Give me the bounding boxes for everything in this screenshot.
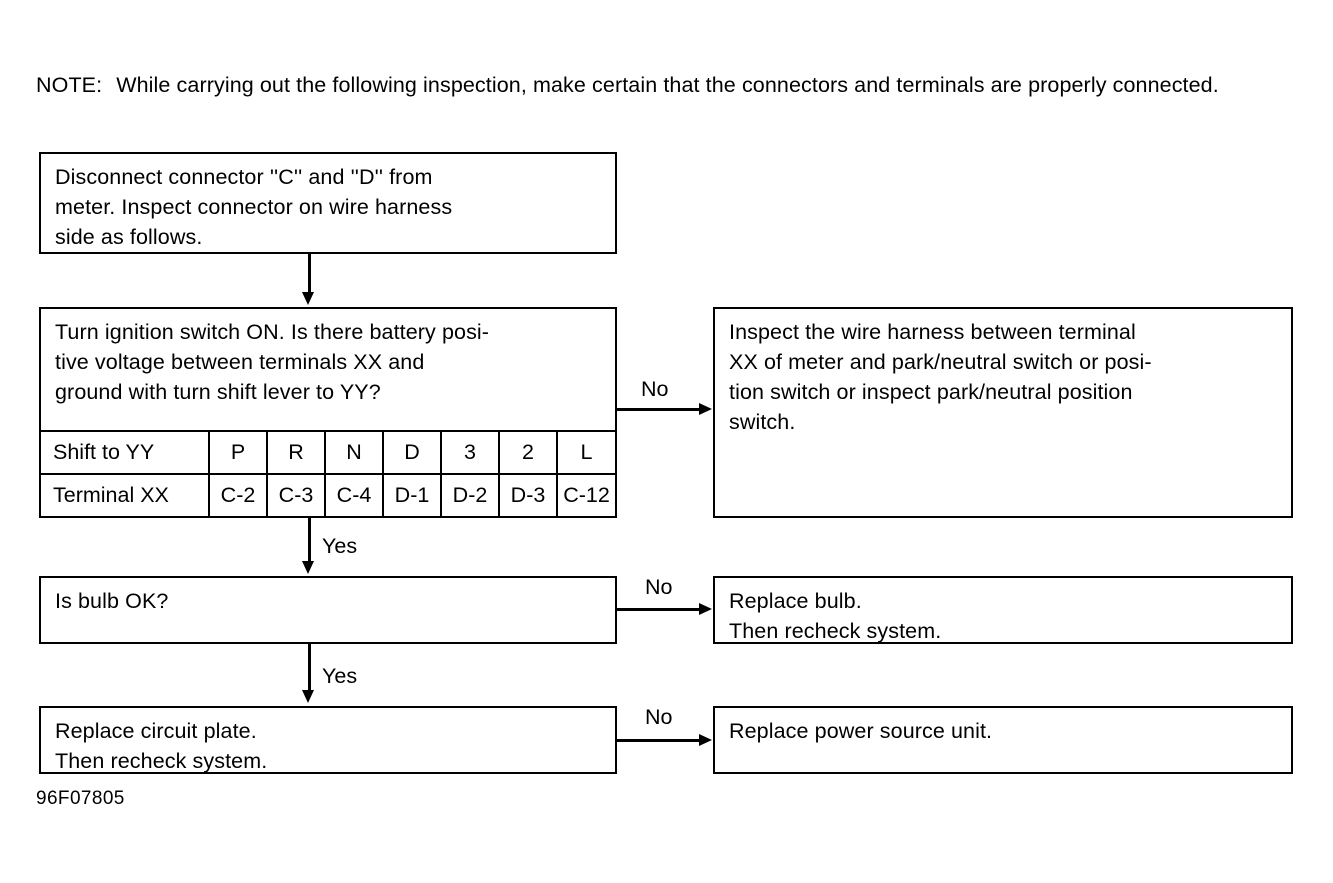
action-replace-power-source-text: Replace power source unit. (729, 719, 993, 743)
action-replace-bulb-box: Replace bulb. Then recheck system. (713, 576, 1293, 644)
note-text: While carrying out the following inspect… (116, 73, 1219, 97)
step-disconnect-connector-box: Disconnect connector ''C'' and ''D'' fro… (39, 152, 617, 254)
arrow-right-icon (699, 403, 712, 415)
decision-bulb-ok-box: Is bulb OK? (39, 576, 617, 644)
table-cell-terminal-0: C-2 (209, 474, 268, 516)
table-cell-shift-3: D (383, 432, 442, 475)
arrow-down-icon (302, 292, 314, 305)
action-inspect-harness-box: Inspect the wire harness between termina… (713, 307, 1293, 518)
table-cell-shift-2: N (325, 432, 384, 475)
decision-battery-voltage-box: Turn ignition switch ON. Is there batter… (39, 307, 617, 432)
arrow-down-icon (302, 561, 314, 574)
connector-line-circuit-plate-to-power-source (617, 739, 701, 742)
connector-line-disconnect-to-question (308, 254, 311, 294)
note-label: NOTE: (36, 73, 103, 97)
connector-line-bulb-to-replace-bulb (617, 608, 701, 611)
arrow-down-icon (302, 690, 314, 703)
table-cell-terminal-1: C-3 (267, 474, 326, 516)
table-rowheader-terminal: Terminal XX (41, 474, 210, 516)
decision-battery-voltage-text: Turn ignition switch ON. Is there batter… (55, 320, 490, 404)
decision-bulb-ok-text: Is bulb OK? (55, 589, 169, 613)
table-cell-shift-4: 3 (441, 432, 500, 475)
table-cell-shift-6: L (557, 432, 615, 475)
table-cell-terminal-3: D-1 (383, 474, 442, 516)
action-replace-power-source-box: Replace power source unit. (713, 706, 1293, 774)
table-cell-terminal-2: C-4 (325, 474, 384, 516)
step-disconnect-connector-text: Disconnect connector ''C'' and ''D'' fro… (55, 165, 453, 249)
table-rowheader-shift: Shift to YY (41, 432, 210, 475)
table-cell-terminal-6: C-12 (563, 483, 610, 507)
arrow-right-icon (699, 734, 712, 746)
connector-line-question-to-harness (617, 408, 701, 411)
table-cell-terminal-5: D-3 (499, 474, 558, 516)
action-inspect-harness-text: Inspect the wire harness between termina… (729, 320, 1152, 434)
note-paragraph: NOTE: While carrying out the following in… (36, 70, 1306, 101)
action-replace-bulb-text: Replace bulb. Then recheck system. (729, 589, 942, 643)
edge-label-yes-1: Yes (322, 534, 358, 558)
edge-label-yes-2: Yes (322, 664, 358, 688)
connector-line-question-to-bulb (308, 518, 311, 563)
table-cell-terminal-4: D-2 (441, 474, 500, 516)
action-replace-circuit-plate-box: Replace circuit plate. Then recheck syst… (39, 706, 617, 774)
table-cell-shift-0: P (209, 432, 268, 475)
shift-terminal-table-box: Shift to YY P R N D 3 2 L Terminal XX C-… (39, 432, 617, 518)
table-row: Shift to YY P R N D 3 2 L (41, 432, 615, 475)
shift-terminal-table: Shift to YY P R N D 3 2 L Terminal XX C-… (41, 432, 615, 516)
edge-label-no-3: No (645, 705, 673, 729)
table-cell-shift-5: 2 (499, 432, 558, 475)
figure-caption: 96F07805 (36, 788, 125, 809)
arrow-right-icon (699, 603, 712, 615)
connector-line-bulb-to-circuit-plate (308, 644, 311, 692)
edge-label-no-2: No (645, 575, 673, 599)
table-cell-shift-1: R (267, 432, 326, 475)
table-row: Terminal XX C-2 C-3 C-4 D-1 D-2 D-3 C-12 (41, 474, 615, 516)
action-replace-circuit-plate-text: Replace circuit plate. Then recheck syst… (55, 719, 268, 773)
edge-label-no-1: No (641, 377, 669, 401)
